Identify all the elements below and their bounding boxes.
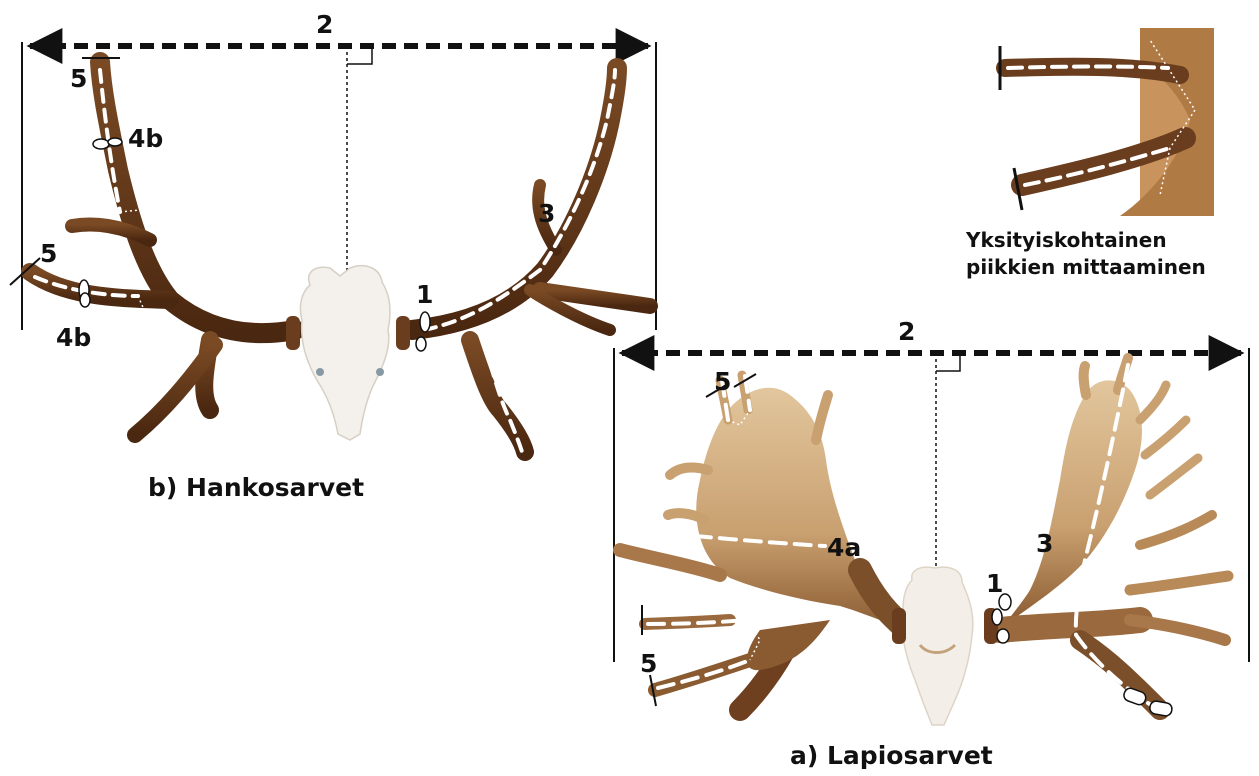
b-right-pedicle — [396, 316, 410, 350]
inset-tine-detail: Yksityiskohtainen piikkien mittaaminen — [965, 28, 1214, 279]
b-caption: b) Hankosarvet — [148, 473, 364, 502]
a-label-circumference: 1 — [986, 569, 1003, 598]
diagram-a-lapiosarvet: 2 1 3 4a 5 5 a) Lapiosarvet — [614, 317, 1249, 770]
b-label-tine-circ-upper: 4b — [128, 124, 163, 153]
b-label-tine-upper: 5 — [70, 64, 87, 93]
a-label-palm-width: 4a — [827, 533, 861, 562]
a-label-width: 2 — [898, 317, 915, 346]
b-label-circumference: 1 — [416, 280, 433, 309]
a-skull — [902, 567, 973, 725]
a-caption: a) Lapiosarvet — [790, 741, 993, 770]
inset-caption-line2: piikkien mittaaminen — [966, 255, 1206, 279]
b-label-width: 2 — [316, 10, 333, 39]
a-label-tine-upper: 5 — [714, 367, 731, 396]
b-left-antler — [30, 62, 295, 435]
b-label-length: 3 — [538, 199, 555, 228]
diagram-b-hankosarvet: 2 1 3 4b 4b 5 5 b) Hankosarvet — [10, 10, 656, 502]
b-label-tine-circ-lower: 4b — [56, 323, 91, 352]
b-skull — [300, 266, 390, 440]
a-left-pedicle — [892, 608, 906, 644]
b-measure-overlays — [35, 70, 615, 455]
inset-caption-line1: Yksityiskohtainen — [965, 228, 1167, 252]
a-right-palm — [1000, 358, 1228, 710]
a-label-length: 3 — [1036, 529, 1053, 558]
a-label-tine-lower: 5 — [640, 649, 657, 678]
b-label-tine-lower: 5 — [40, 239, 57, 268]
b-left-pedicle — [286, 316, 300, 350]
